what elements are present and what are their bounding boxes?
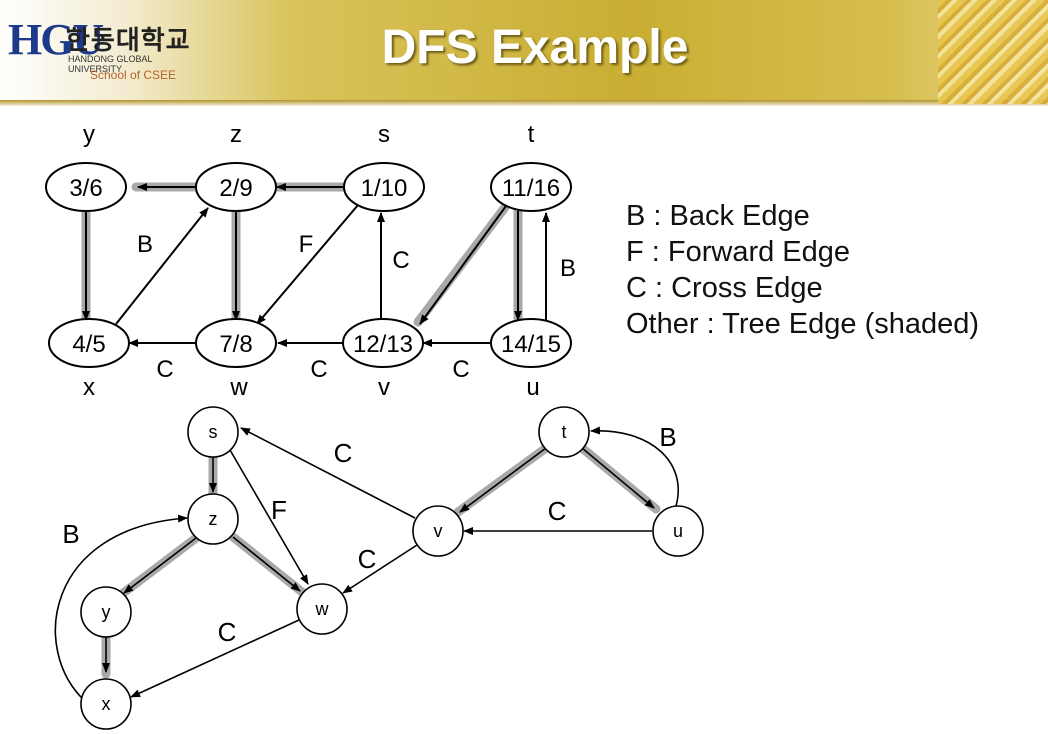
top-label-u-v: C [452, 356, 469, 383]
bottom-node-w-label: w [315, 599, 330, 619]
bottom-tree-edge-shading [101, 443, 661, 679]
bottom-node-w [296, 583, 348, 635]
bottom-node-u-label: u [673, 521, 683, 541]
bottom-edge-v-s [240, 427, 416, 519]
bottom-node-x-label: x [102, 694, 111, 714]
top-node-v [342, 318, 424, 368]
top-label-v-w: C [310, 356, 327, 383]
bottom-node-t [538, 406, 590, 458]
top-node-z [195, 162, 277, 212]
edge-x-z [115, 207, 209, 325]
top-label-u-t: B [560, 255, 576, 282]
bottom-node-z-label: z [209, 509, 218, 529]
top-label-v-s: C [392, 247, 409, 274]
page-title: DFS Example [381, 21, 689, 74]
top-node-v-times: 12/13 [353, 331, 413, 358]
legend-forward-edge: F : Forward Edge [626, 236, 851, 268]
top-node-x-times: 4/5 [72, 331, 105, 358]
bottom-edge-x-z [54, 514, 188, 702]
logo-english-name: HANDONG GLOBAL UNIVERSITY [68, 54, 153, 74]
university-logo: HGU 한동대학교 HANDONG GLOBAL UNIVERSITY Scho… [8, 10, 208, 90]
bottom-node-s-label: s [209, 422, 218, 442]
bottom-label-w-x: C [218, 617, 237, 647]
top-label-w-x: C [156, 356, 173, 383]
bottom-edge-z-w [232, 536, 301, 592]
bottom-label-x-z: B [62, 519, 79, 549]
bottom-edge-t-u [581, 447, 655, 509]
top-node-y-name: y [83, 121, 95, 148]
legend-back-edge: B : Back Edge [626, 200, 810, 232]
top-node-y-times: 3/6 [69, 175, 102, 202]
top-node-w [195, 318, 277, 368]
bottom-node-x [80, 678, 132, 730]
top-node-u [490, 318, 572, 368]
bottom-edge-w-x [130, 619, 300, 698]
bottom-edge-t-v [459, 447, 547, 513]
bottom-node-v-label: v [434, 521, 443, 541]
logo-school-name: School of CSEE [90, 68, 177, 82]
top-node-z-name: z [230, 121, 242, 148]
top-node-z-times: 2/9 [219, 175, 252, 202]
bottom-node-t-label: t [561, 422, 566, 442]
bottom-label-u-v: C [548, 496, 567, 526]
top-node-x [48, 318, 130, 368]
legend-tree-edge: Other : Tree Edge (shaded) [626, 308, 980, 340]
bottom-label-v-w: C [358, 544, 377, 574]
bottom-edge-z-y [123, 537, 197, 594]
bottom-node-z [187, 493, 239, 545]
bottom-node-y-label: y [102, 602, 111, 622]
slide-header [0, 0, 1048, 104]
legend-cross-edge: C : Cross Edge [626, 272, 823, 304]
bottom-label-v-s: C [334, 438, 353, 468]
bottom-label-u-t: B [659, 422, 676, 452]
top-node-v-name: v [378, 374, 390, 401]
edge-s-w [256, 204, 359, 325]
top-node-w-name: w [229, 374, 248, 401]
edge-t-v [419, 205, 507, 325]
bottom-node-u [652, 505, 704, 557]
top-node-s [343, 162, 425, 212]
corner-decoration [938, 0, 1048, 104]
bottom-edge-v-w [342, 544, 418, 594]
top-node-s-times: 1/10 [361, 175, 408, 202]
top-node-u-times: 14/15 [501, 331, 561, 358]
top-node-t [490, 162, 572, 212]
top-node-u-name: u [526, 374, 539, 401]
bottom-node-v [412, 505, 464, 557]
bottom-edge-s-w [229, 449, 309, 585]
top-label-s-w: F [299, 231, 314, 258]
logo-mark: HGU [8, 15, 104, 64]
bottom-edge-u-t [590, 426, 679, 507]
bottom-label-s-w: F [271, 495, 287, 525]
top-node-y [45, 162, 127, 212]
top-node-w-times: 7/8 [219, 331, 252, 358]
top-node-x-name: x [83, 374, 95, 401]
top-node-t-times: 11/16 [502, 175, 560, 202]
top-node-s-name: s [378, 121, 390, 148]
top-node-t-name: t [528, 121, 535, 148]
logo-korean-name: 한동대학교 [66, 25, 191, 55]
bottom-node-s [187, 406, 239, 458]
bottom-node-y [80, 586, 132, 638]
top-label-x-z: B [137, 231, 153, 258]
header-divider [0, 100, 1048, 106]
edge-type-legend: B : Back Edge F : Forward Edge C : Cross… [626, 198, 979, 342]
